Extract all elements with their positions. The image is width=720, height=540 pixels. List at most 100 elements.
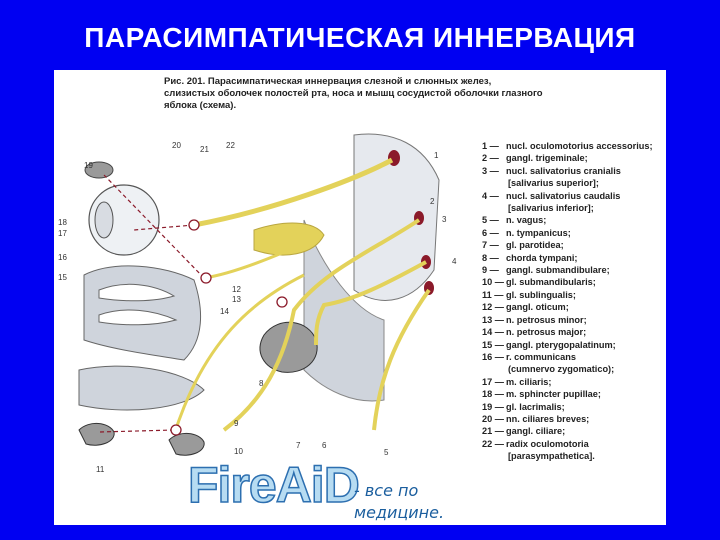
legend-text: m. sphincter pupillae; <box>506 389 601 400</box>
legend-item: 18 —m. sphincter pupillae; <box>482 388 664 400</box>
legend-num: 7 — <box>482 240 499 251</box>
brainstem-outline <box>353 133 440 301</box>
otic-ganglion <box>276 296 288 308</box>
callout-1: 1 <box>434 151 439 160</box>
legend-text: gl. parotidea; <box>506 240 564 251</box>
legend-item: 13 —n. petrosus minor; <box>482 314 664 326</box>
lens <box>94 201 114 239</box>
legend-text: gl. lacrimalis; <box>506 401 565 412</box>
legend-num: 12 — <box>482 302 504 313</box>
callout-13: 13 <box>232 295 241 304</box>
callout-7: 7 <box>296 441 301 450</box>
legend-item: 16 —r. communicans <box>482 351 664 363</box>
legend-num: 19 — <box>482 401 504 412</box>
figure-panel: 1 2 3 4 5 6 7 8 9 10 11 12 13 14 15 16 1… <box>54 70 666 525</box>
legend-num: 2 — <box>482 153 499 164</box>
legend-text: gl. sublingualis; <box>506 289 576 300</box>
glossopharyngeal-nerve <box>314 260 427 346</box>
figure-legend: 1 —nucl. oculomotorius accessorius; 2 — g… <box>482 140 664 463</box>
legend-num: 14 — <box>482 327 504 338</box>
callout-6: 6 <box>322 441 327 450</box>
legend-text: nucl. salivatorius cranialis <box>506 165 621 176</box>
legend-text: nucl. oculomotorius accessorius; <box>506 141 653 151</box>
legend-item: 12 —gangl. oticum; <box>482 301 664 313</box>
ciliary-ganglion <box>188 219 200 231</box>
legend-num: 3 — <box>482 165 499 176</box>
legend-num: 4 — <box>482 190 499 201</box>
legend-text: radix oculomotoria <box>506 438 589 449</box>
oculomotor-nerve <box>193 157 394 228</box>
legend-num: 22 — <box>482 438 504 449</box>
legend-num: 21 — <box>482 426 504 437</box>
watermark-logo: FireAiD <box>187 456 360 514</box>
watermark-tagline: - все по медицине. <box>354 481 445 522</box>
pterygopalatine-ganglion <box>200 272 212 284</box>
legend-text: gangl. trigeminale; <box>506 153 588 164</box>
nasal-concha-upper <box>98 283 176 302</box>
facial-nerve-branch <box>222 218 421 432</box>
legend-item: 15 —gangl. pterygopalatinum; <box>482 339 664 351</box>
legend-item: 19 —gl. lacrimalis; <box>482 401 664 413</box>
callout-19: 19 <box>84 161 93 170</box>
sublingual-gland <box>168 433 205 456</box>
legend-num: 6 — <box>482 227 499 238</box>
callout-8: 8 <box>259 379 264 388</box>
callout-20: 20 <box>172 141 181 150</box>
chorda-tympani <box>172 273 305 436</box>
skull-outline <box>303 219 385 402</box>
callout-15: 15 <box>58 273 67 282</box>
oral-cavity <box>78 365 205 411</box>
legend-text: gangl. pterygopalatinum; <box>506 339 616 350</box>
legend-text: [salivarius inferior]; <box>508 203 594 214</box>
legend-text: nn. ciliares breves; <box>506 413 590 424</box>
legend-text: m. ciliaris; <box>506 376 552 387</box>
legend-text: (cumnervo zygomatico); <box>508 364 615 375</box>
callout-12: 12 <box>232 285 241 294</box>
legend-item: 22 —radix oculomotoria <box>482 438 664 450</box>
callout-9: 9 <box>234 419 239 428</box>
postganglionic-pterygopalatine <box>103 174 205 279</box>
callout-10: 10 <box>234 447 243 456</box>
legend-text: gangl. oticum; <box>506 302 569 313</box>
innervation-diagram: 1 2 3 4 5 6 7 8 9 10 11 12 13 14 15 16 1… <box>58 133 457 474</box>
vagus-nerve <box>372 288 431 431</box>
legend-text: n. petrosus minor; <box>506 314 587 325</box>
legend-item: 5 —n. vagus; <box>482 214 664 226</box>
legend-item: 1 —nucl. oculomotorius accessorius; <box>482 140 664 152</box>
legend-text: n. vagus; <box>506 215 547 226</box>
legend-text: [salivarius superior]; <box>508 178 599 189</box>
legend-item: (cumnervo zygomatico); <box>482 363 664 375</box>
callout-2: 2 <box>430 197 435 206</box>
legend-text: [parasympathetica]. <box>508 451 595 462</box>
legend-text: nucl. salivatorius caudalis <box>506 190 621 201</box>
callout-11: 11 <box>96 465 105 474</box>
submandibular-ganglion <box>170 424 182 436</box>
lacrimal-gland <box>84 161 114 179</box>
legend-item: 21 —gangl. ciliare; <box>482 425 664 437</box>
figure-caption: Рис. 201. Парасимпатическая иннервация с… <box>164 76 543 111</box>
legend-num: 11 — <box>482 289 504 300</box>
legend-num: 17 — <box>482 376 504 387</box>
legend-num: 13 — <box>482 314 504 325</box>
legend-item: 6 — n. tympanicus; <box>482 227 664 239</box>
legend-item: 2 — gangl. trigeminale; <box>482 152 664 164</box>
legend-num: 20 — <box>482 413 504 424</box>
callout-18: 18 <box>58 218 67 227</box>
legend-text: gangl. ciliare; <box>506 426 566 437</box>
legend-text: n. tympanicus; <box>506 227 571 238</box>
postganglionic-ciliary <box>133 224 195 231</box>
legend-text: chorda tympani; <box>506 252 578 263</box>
legend-num: 16 — <box>482 351 504 362</box>
slide-title: ПАРАСИМПАТИЧЕСКАЯ ИННЕРВАЦИЯ <box>84 22 636 53</box>
trigeminal-ganglion <box>253 222 325 256</box>
greater-petrosal-nerve <box>203 248 290 280</box>
legend-item: 14 —n. petrosus major; <box>482 326 664 338</box>
postganglionic-submandibular <box>98 429 175 433</box>
legend-num: 9 — <box>482 265 499 276</box>
legend-item: 8 —chorda tympani; <box>482 252 664 264</box>
callout-4: 4 <box>452 257 457 266</box>
legend-item: 4 — nucl. salivatorius caudalis <box>482 190 664 202</box>
callout-3: 3 <box>442 215 447 224</box>
legend-item: 7 — gl. parotidea; <box>482 239 664 251</box>
legend-num: 10 — <box>482 277 504 288</box>
